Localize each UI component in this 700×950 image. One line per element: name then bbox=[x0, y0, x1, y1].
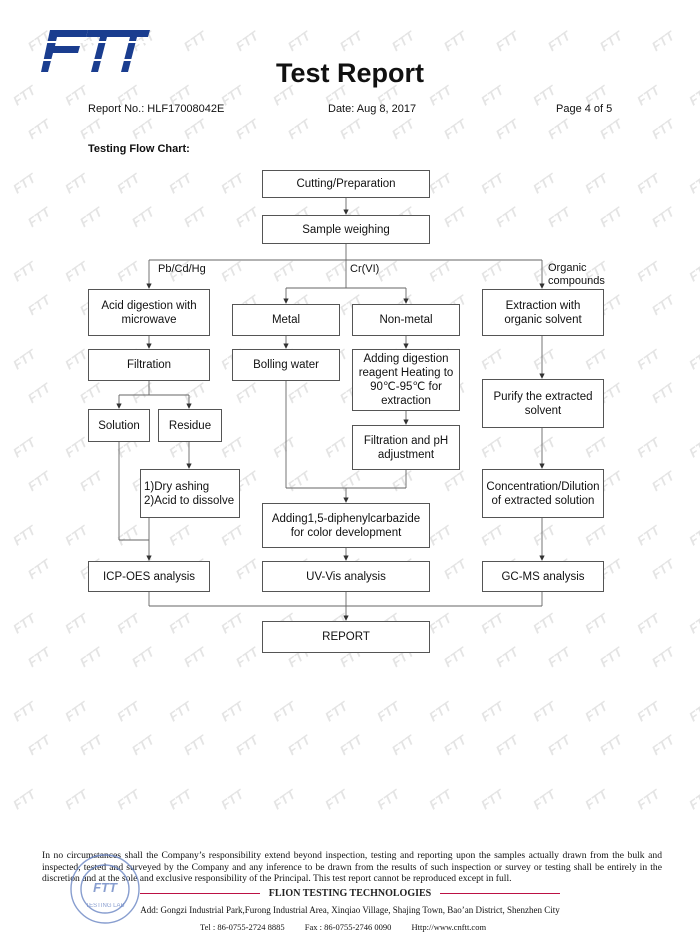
disclaimer-text: In no circumstances shall the Company’s … bbox=[42, 850, 662, 884]
box-extraction-organic-solvent: Extraction with organic solvent bbox=[482, 289, 604, 336]
box-filtration-ph: Filtration and pH adjustment bbox=[352, 425, 460, 470]
company-address: Add: Gongzi Industrial Park,Furong Indus… bbox=[140, 905, 560, 915]
telephone: Tel : 86-0755-2724 8885 bbox=[200, 922, 285, 932]
box-cutting-preparation: Cutting/Preparation bbox=[262, 170, 430, 198]
ftt-logo bbox=[40, 30, 150, 72]
svg-text:FTT: FTT bbox=[93, 880, 118, 895]
box-gc-ms-analysis: GC-MS analysis bbox=[482, 561, 604, 592]
fax: Fax : 86-0755-2746 0090 bbox=[304, 922, 392, 932]
box-purify-solvent: Purify the extracted solvent bbox=[482, 379, 604, 428]
box-dry-ashing: 1)Dry ashing 2)Acid to dissolve bbox=[140, 469, 240, 518]
box-solution: Solution bbox=[88, 409, 150, 442]
section-title: Testing Flow Chart: bbox=[88, 143, 190, 155]
testing-lab-stamp: FTT TESTING LAB bbox=[70, 854, 140, 924]
company-rule-right bbox=[440, 893, 560, 894]
box-report: REPORT bbox=[262, 621, 430, 653]
box-concentration-dilution: Concentration/Dilution of extracted solu… bbox=[482, 469, 604, 518]
box-adding-digestion-reagent: Adding digestion reagent Heating to 90℃-… bbox=[352, 349, 460, 411]
company-contact: Tel : 86-0755-2724 8885 Fax : 86-0755-27… bbox=[200, 922, 620, 932]
company-rule-left bbox=[140, 893, 260, 894]
stamp-text: TESTING LAB bbox=[85, 903, 124, 909]
box-boiling-water: Bolling water bbox=[232, 349, 340, 381]
box-non-metal: Non-metal bbox=[352, 304, 460, 336]
box-metal: Metal bbox=[232, 304, 340, 336]
label-pb-cd-hg: Pb/Cd/Hg bbox=[158, 263, 206, 275]
report-number: Report No.: HLF17008042E bbox=[88, 103, 225, 115]
report-date: Date: Aug 8, 2017 bbox=[328, 103, 417, 115]
box-residue: Residue bbox=[158, 409, 222, 442]
label-organic-compounds: Organic compounds bbox=[548, 262, 605, 287]
company-name: FLION TESTING TECHNOLOGIES bbox=[268, 888, 432, 899]
box-sample-weighing: Sample weighing bbox=[262, 215, 430, 244]
page-number: Page 4 of 5 bbox=[556, 103, 613, 115]
page-title: Test Report bbox=[275, 58, 424, 88]
box-diphenylcarbazide: Adding1,5-diphenylcarbazide for color de… bbox=[262, 503, 430, 548]
box-acid-digestion: Acid digestion with microwave bbox=[88, 289, 210, 336]
label-cr-vi: Cr(VI) bbox=[350, 263, 380, 275]
box-filtration: Filtration bbox=[88, 349, 210, 381]
website: Http://www.cnftt.com bbox=[411, 922, 487, 932]
box-uv-vis-analysis: UV-Vis analysis bbox=[262, 561, 430, 592]
box-icp-oes-analysis: ICP-OES analysis bbox=[88, 561, 210, 592]
